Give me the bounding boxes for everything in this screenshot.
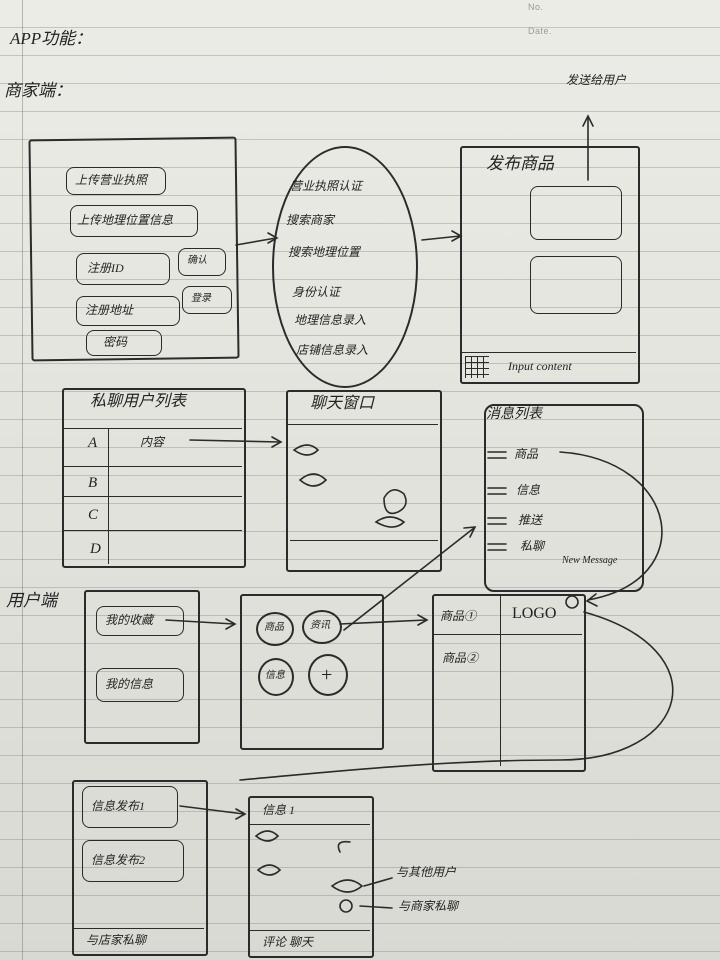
page-title: APP功能： [10,29,93,48]
notebook-number-label: No. [528,2,544,12]
comment-chat-button[interactable]: 评论 聊天 [262,935,314,949]
circle-news[interactable]: 资讯 [302,610,342,644]
chat-input-divider [290,540,438,541]
product-card-1[interactable] [530,186,622,240]
chat-window [286,390,442,572]
chat-row-divider [64,530,242,531]
info-publish-2[interactable]: 信息发布2 [82,840,184,882]
bubble-line-search-location: 搜索地理位置 [288,245,361,259]
private-chat-title: 私聊用户列表 [90,393,187,410]
detail-footer-divider [74,928,204,929]
register-id-field[interactable]: 注册ID [76,253,170,285]
publish-screen [460,146,640,384]
note-private-chat-shop: 与商家私聊 [398,899,459,913]
send-to-user-note: 发送给用户 [566,73,627,87]
arrow-bubble-to-publish [421,235,461,241]
note-other-users: 与其他用户 [396,865,457,879]
circle-products[interactable]: 商品 [256,612,294,646]
chat-row-b-letter: B [88,475,98,491]
verification-bubble [272,146,418,388]
chat-window-title: 聊天窗口 [310,395,375,412]
info-publish-1[interactable]: 信息发布1 [82,786,178,828]
bubble-line-search-shop: 搜索商家 [286,213,335,227]
chat-row-d-letter: D [90,541,101,557]
chat-row-a-letter: A [88,435,98,451]
message-list-title: 消息列表 [486,407,542,422]
left-margin-line [22,0,23,960]
chat-list-divider [64,428,242,429]
arrow-login-to-bubble [235,237,277,246]
product-card-2[interactable] [530,256,622,314]
info-panel-divider [250,824,370,825]
chat-row-a-text[interactable]: 内容 [140,435,165,449]
detail-box [72,780,208,956]
private-chat-list [62,388,246,568]
bubble-line-geo-entry: 地理信息录入 [294,313,367,327]
menu-item-push[interactable]: 推送 [518,513,543,527]
menu-item-products[interactable]: 商品 [514,447,539,461]
input-divider [462,352,636,353]
info-panel [248,796,374,958]
logo-panel-divider [434,634,582,635]
logo-panel-product-2[interactable]: 商品② [442,651,479,665]
circle-info[interactable]: 信息 [258,658,294,696]
publish-title: 发布商品 [486,154,554,173]
user-mine-box [84,590,200,744]
chat-row-divider [64,466,242,467]
add-circle-button[interactable]: + [308,654,348,696]
menu-item-private-chat[interactable]: 私聊 [520,539,545,553]
confirm-button[interactable]: 确认 [178,248,226,276]
bubble-line-identity: 身份认证 [292,285,341,299]
merchant-section-label: 商家端： [4,81,72,100]
chat-row-divider [64,496,242,497]
upload-location-button[interactable]: 上传地理位置信息 [70,205,198,237]
input-content-field[interactable]: Input content [508,359,572,373]
chat-row-c-letter: C [88,507,99,523]
my-favorites-button[interactable]: 我的收藏 [96,606,184,636]
new-message-note: New Message [562,555,618,566]
bubble-line-shop-entry: 店铺信息录入 [296,343,369,357]
keyboard-grid-icon[interactable] [465,356,489,378]
logo-text: LOGO [512,605,557,622]
info-panel-title: 信息 1 [262,803,296,817]
register-address-field[interactable]: 注册地址 [76,296,180,326]
menu-item-info[interactable]: 信息 [516,483,541,497]
private-chat-with-shop-button[interactable]: 与店家私聊 [86,933,147,947]
notebook-date-label: Date. [528,26,553,36]
password-field[interactable]: 密码 [86,330,162,356]
logo-panel-product-1[interactable]: 商品① [440,609,477,623]
user-section-label: 用户端 [6,591,57,610]
chat-title-divider [288,424,438,425]
login-button[interactable]: 登录 [182,286,232,314]
info-panel-footer-divider [250,930,370,931]
logo-panel-column-divider [500,596,501,766]
bubble-line-license: 营业执照认证 [290,179,363,193]
upload-license-button[interactable]: 上传营业执照 [66,167,166,195]
my-info-button[interactable]: 我的信息 [96,668,184,702]
